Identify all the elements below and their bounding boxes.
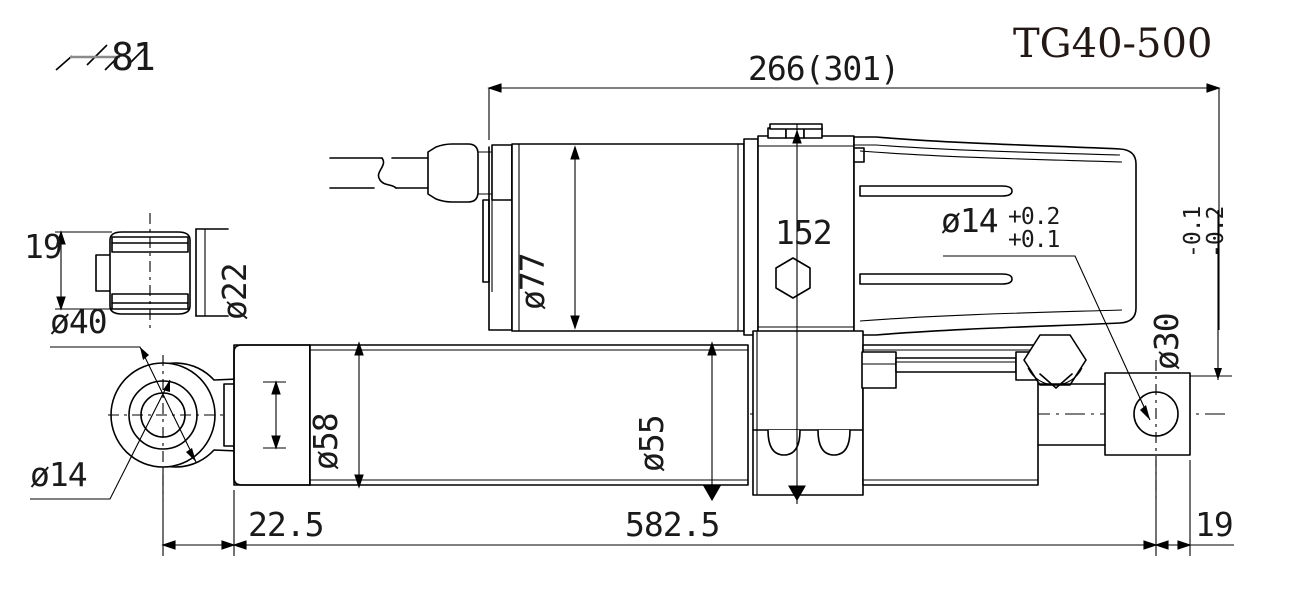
motor-body xyxy=(511,143,745,332)
motor-flange xyxy=(743,123,855,338)
dim-label-d40: ø40 xyxy=(50,302,107,341)
dim-label-d22: ø22 xyxy=(215,263,254,320)
rear-clevis-block xyxy=(1037,360,1191,498)
dim-label-d77: ø77 xyxy=(513,253,552,310)
dim-label-19-left: 19 xyxy=(24,227,62,266)
dim-chain-bottom xyxy=(161,460,1234,556)
dim-152 xyxy=(788,124,806,504)
dim-label-d58: ø58 xyxy=(306,413,345,470)
dim-label-d30-upper: -0.1 xyxy=(1180,206,1206,258)
dim-label-152: 152 xyxy=(775,213,832,252)
surface-mark-value: 81 xyxy=(111,35,155,79)
dim-label-d14-lower: +0.1 xyxy=(1008,227,1060,253)
dim-19-left xyxy=(55,230,112,311)
dim-label-d30-lower: -0.2 xyxy=(1203,207,1229,258)
drawing-title: TG40-500 xyxy=(1013,21,1212,67)
dim-label-22-5: 22.5 xyxy=(248,505,323,544)
hex-nut xyxy=(1015,334,1087,389)
surface-finish-symbol xyxy=(55,44,146,71)
dim-label-d14-tol: ø14 xyxy=(941,201,998,240)
dim-label-19-right: 19 xyxy=(1195,505,1233,544)
cylinder-tube xyxy=(233,344,749,486)
extension-rod-housing xyxy=(861,344,1039,486)
dim-d22 xyxy=(263,380,286,450)
dim-label-582-5: 582.5 xyxy=(625,505,719,544)
dim-d55 xyxy=(703,341,721,502)
dim-label-d14: ø14 xyxy=(30,455,87,494)
bearing-detail-view xyxy=(95,213,229,333)
dim-266-301 xyxy=(487,83,1221,330)
dim-d30-tolerance: ø30 -0.1 -0.2 xyxy=(1147,206,1232,380)
dim-label-d30: ø30 xyxy=(1147,313,1186,370)
dim-d14-leader: ø14 xyxy=(30,379,171,500)
cable-gland xyxy=(427,143,493,203)
dim-d40-leader: ø40 xyxy=(50,302,197,463)
dim-d14-tolerance: ø14 +0.2 +0.1 xyxy=(941,201,1151,421)
motor-end-cap xyxy=(482,144,513,331)
dim-d58 xyxy=(354,341,364,489)
dim-d77 xyxy=(570,145,580,330)
dim-label-d55: ø55 xyxy=(632,415,671,472)
dim-label-d14-upper: +0.2 xyxy=(1008,204,1059,230)
dim-label-266: 266(301) xyxy=(748,49,899,88)
gearbox-housing xyxy=(853,136,1137,336)
motor-cable xyxy=(329,157,429,189)
